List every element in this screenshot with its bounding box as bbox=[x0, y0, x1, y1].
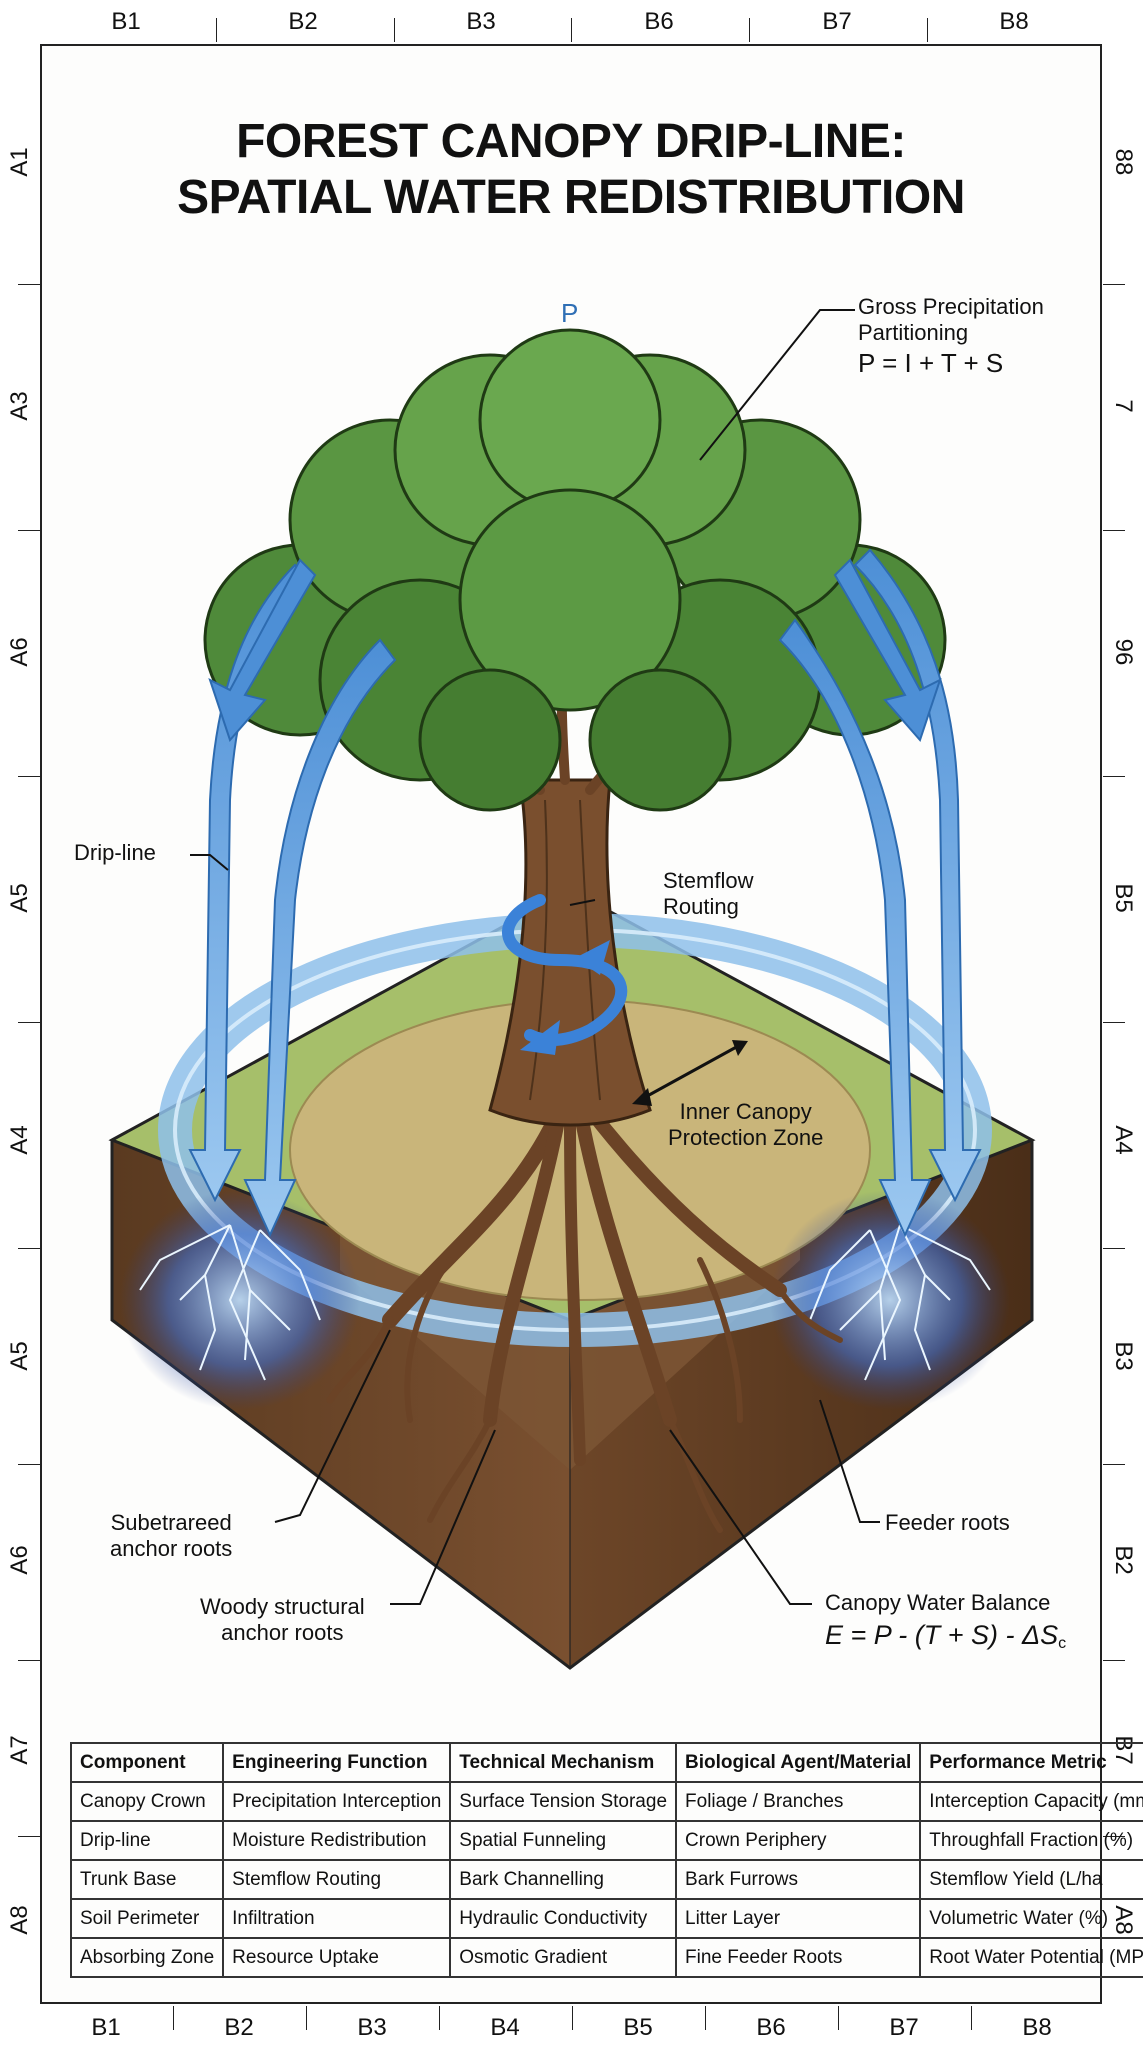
table-cell: Precipitation Interception bbox=[223, 1782, 450, 1821]
table-row: Soil Perimeter Infiltration Hydraulic Co… bbox=[71, 1899, 1143, 1938]
woody-roots-label: Woody structural anchor roots bbox=[200, 1594, 365, 1646]
table-cell: Crown Periphery bbox=[676, 1821, 920, 1860]
table-cell: Hydraulic Conductivity bbox=[450, 1899, 676, 1938]
feeder-root-glow-right bbox=[770, 1190, 1010, 1410]
table-cell: Surface Tension Storage bbox=[450, 1782, 676, 1821]
table-cell: Absorbing Zone bbox=[71, 1938, 223, 1977]
table-cell: Drip-line bbox=[71, 1821, 223, 1860]
table-cell: Stemflow Routing bbox=[223, 1860, 450, 1899]
table-cell: Spatial Funneling bbox=[450, 1821, 676, 1860]
feeder-root-glow-left bbox=[120, 1190, 360, 1410]
table-cell: Throughfall Fraction (%) bbox=[920, 1821, 1143, 1860]
table-header-row: Component Engineering Function Technical… bbox=[71, 1743, 1143, 1782]
table-cell: Soil Perimeter bbox=[71, 1899, 223, 1938]
table-cell: Foliage / Branches bbox=[676, 1782, 920, 1821]
page-title-line1: FOREST CANOPY DRIP-LINE: bbox=[40, 114, 1102, 170]
table-cell: Bark Channelling bbox=[450, 1860, 676, 1899]
component-table: Component Engineering Function Technical… bbox=[70, 1742, 1080, 1978]
table-header: Component bbox=[71, 1743, 223, 1782]
table-cell: Infiltration bbox=[223, 1899, 450, 1938]
stemflow-routing-label: Stemflow Routing bbox=[663, 868, 753, 920]
table-header: Engineering Function bbox=[223, 1743, 450, 1782]
table-cell: Interception Capacity (mm) bbox=[920, 1782, 1143, 1821]
table-row: Drip-line Moisture Redistribution Spatia… bbox=[71, 1821, 1143, 1860]
table-cell: Volumetric Water (%) bbox=[920, 1899, 1143, 1938]
table-cell: Fine Feeder Roots bbox=[676, 1938, 920, 1977]
table-row: Canopy Crown Precipitation Interception … bbox=[71, 1782, 1143, 1821]
balance-equation: E = P - (T + S) - ΔS bbox=[825, 1620, 1058, 1650]
precipitation-symbol: P bbox=[561, 298, 578, 329]
table-cell: Litter Layer bbox=[676, 1899, 920, 1938]
table-row: Absorbing Zone Resource Uptake Osmotic G… bbox=[71, 1938, 1143, 1977]
drip-line-label: Drip-line bbox=[74, 840, 156, 866]
inner-canopy-label: Inner Canopy Protection Zone bbox=[668, 1099, 823, 1151]
table-row: Trunk Base Stemflow Routing Bark Channel… bbox=[71, 1860, 1143, 1899]
table-cell: Bark Furrows bbox=[676, 1860, 920, 1899]
table-cell: Trunk Base bbox=[71, 1860, 223, 1899]
table-cell: Canopy Crown bbox=[71, 1782, 223, 1821]
canopy-water-balance-label: Canopy Water Balance E = P - (T + S) - Δ… bbox=[825, 1590, 1066, 1657]
table-header: Performance Metric bbox=[920, 1743, 1143, 1782]
balance-equation-subscript: c bbox=[1058, 1635, 1066, 1652]
table-header: Biological Agent/Material bbox=[676, 1743, 920, 1782]
table-header: Technical Mechanism bbox=[450, 1743, 676, 1782]
table-cell: Stemflow Yield (L/ha bbox=[920, 1860, 1143, 1899]
table-cell: Moisture Redistribution bbox=[223, 1821, 450, 1860]
table-cell: Resource Uptake bbox=[223, 1938, 450, 1977]
subetrareed-roots-label: Subetrareed anchor roots bbox=[110, 1510, 232, 1562]
table-cell: Root Water Potential (MPa) bbox=[920, 1938, 1143, 1977]
gross-precipitation-label: Gross Precipitation Partitioning P = I +… bbox=[858, 294, 1044, 376]
table-cell: Osmotic Gradient bbox=[450, 1938, 676, 1977]
partitioning-equation: P = I + T + S bbox=[858, 350, 1044, 376]
page-title-line2: SPATIAL WATER REDISTRIBUTION bbox=[40, 170, 1102, 226]
feeder-roots-label: Feeder roots bbox=[885, 1510, 1010, 1536]
